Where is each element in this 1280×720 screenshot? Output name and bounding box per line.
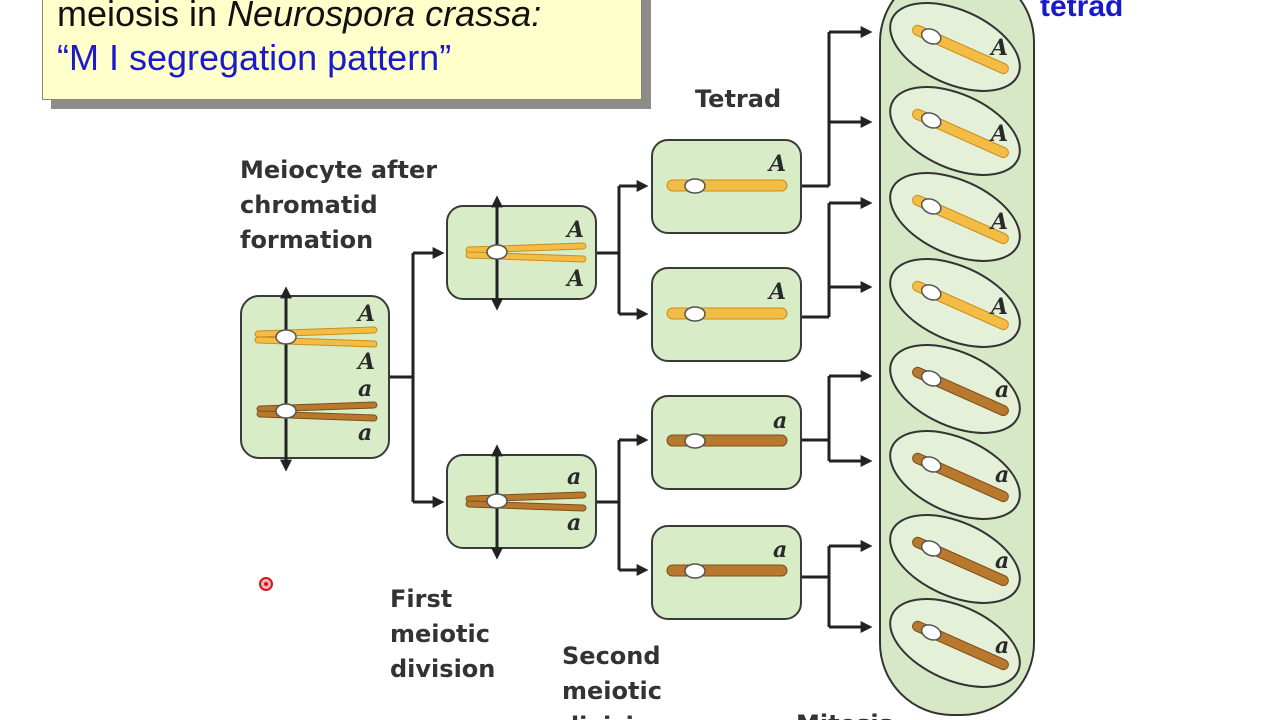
allele-label: A — [565, 266, 584, 292]
label-second-division-line-3: division — [562, 712, 667, 720]
label-first-division-line-3: division — [390, 655, 495, 683]
allele-label: A — [989, 209, 1008, 235]
centromere-icon — [920, 112, 942, 129]
connector-lines — [390, 26, 873, 633]
second-division-cell-4: a — [651, 525, 802, 620]
allele-label: A — [989, 294, 1008, 320]
allele-label: a — [773, 408, 787, 434]
allele-label: a — [773, 537, 787, 563]
allele-label: a — [995, 462, 1009, 488]
second-division-cell-3: a — [651, 395, 802, 490]
centromere-icon — [275, 403, 297, 419]
second-division-cell-2: A — [651, 267, 802, 362]
allele-label: a — [995, 633, 1009, 659]
title-species: Neurospora crassa: — [227, 0, 542, 34]
allele-label: a — [995, 548, 1009, 574]
centromere-icon — [920, 540, 942, 557]
allele-label: A — [989, 35, 1008, 61]
label-meiocyte-line-1: Meiocyte after — [240, 156, 437, 184]
second-division-cell-1: A — [651, 139, 802, 234]
slide-title-box: meiosis in Neurospora crassa: “M I segre… — [42, 0, 642, 100]
centromere-icon — [684, 563, 706, 579]
centromere-icon — [275, 329, 297, 345]
ascospore-4 — [889, 258, 1021, 348]
allele-label: A — [989, 121, 1008, 147]
centromere-icon — [920, 370, 942, 387]
label-mitosis: Mitosis — [796, 710, 893, 720]
ascospore-3 — [889, 172, 1021, 262]
allele-label: A — [565, 217, 584, 243]
centromere-icon — [920, 456, 942, 473]
ascospore-7 — [889, 514, 1021, 604]
label-meiocyte-line-3: formation — [240, 226, 373, 254]
allele-label: A — [356, 349, 375, 375]
label-meiocyte: Meiocyte after chromatid formation — [240, 156, 445, 254]
label-first-division: First meiotic division — [390, 585, 498, 683]
centromere-icon — [920, 198, 942, 215]
label-second-division-line-1: Second — [562, 642, 661, 670]
ascospore-1 — [889, 2, 1021, 92]
centromere-icon — [486, 493, 508, 509]
allele-label: A — [767, 279, 786, 305]
ascospore-6 — [889, 430, 1021, 520]
ascus-tube: A A A A a a a a — [879, 0, 1035, 716]
label-second-division-line-2: meiotic — [562, 677, 662, 705]
first-division-cell-bottom: a a — [446, 444, 597, 560]
first-division-cell-top: A A — [446, 195, 597, 311]
centromere-icon — [920, 28, 942, 45]
allele-label: a — [995, 377, 1009, 403]
pointer-icon — [259, 577, 273, 591]
allele-label: A — [356, 301, 375, 327]
label-tetrad: Tetrad — [695, 85, 781, 113]
ascospore-2 — [889, 86, 1021, 176]
label-first-division-line-1: First — [390, 585, 452, 613]
allele-label: a — [567, 510, 581, 536]
label-first-division-line-2: meiotic — [390, 620, 490, 648]
centromere-icon — [684, 306, 706, 322]
ascospore-8 — [889, 598, 1021, 688]
centromere-icon — [684, 178, 706, 194]
allele-label: A — [767, 151, 786, 177]
centromere-icon — [920, 284, 942, 301]
allele-label: a — [358, 420, 372, 446]
centromere-icon — [486, 244, 508, 260]
title-line-2: “M I segregation pattern” — [57, 37, 452, 78]
chromosome-brown — [256, 401, 378, 422]
title-line-1: meiosis in Neurospora crassa: — [57, 0, 541, 35]
chromosome-yellow — [254, 326, 378, 348]
label-tetrad-blue: tetrad — [1040, 0, 1123, 23]
centromere-icon — [920, 624, 942, 641]
label-second-division: Second meiotic division — [562, 642, 670, 720]
title-prefix: meiosis in — [57, 0, 228, 34]
ascospore-5 — [889, 344, 1021, 434]
meiocyte-cell: A A a a — [240, 286, 390, 472]
allele-label: a — [358, 376, 372, 402]
allele-label: a — [567, 464, 581, 490]
label-meiocyte-line-2: chromatid — [240, 191, 378, 219]
centromere-icon — [684, 433, 706, 449]
